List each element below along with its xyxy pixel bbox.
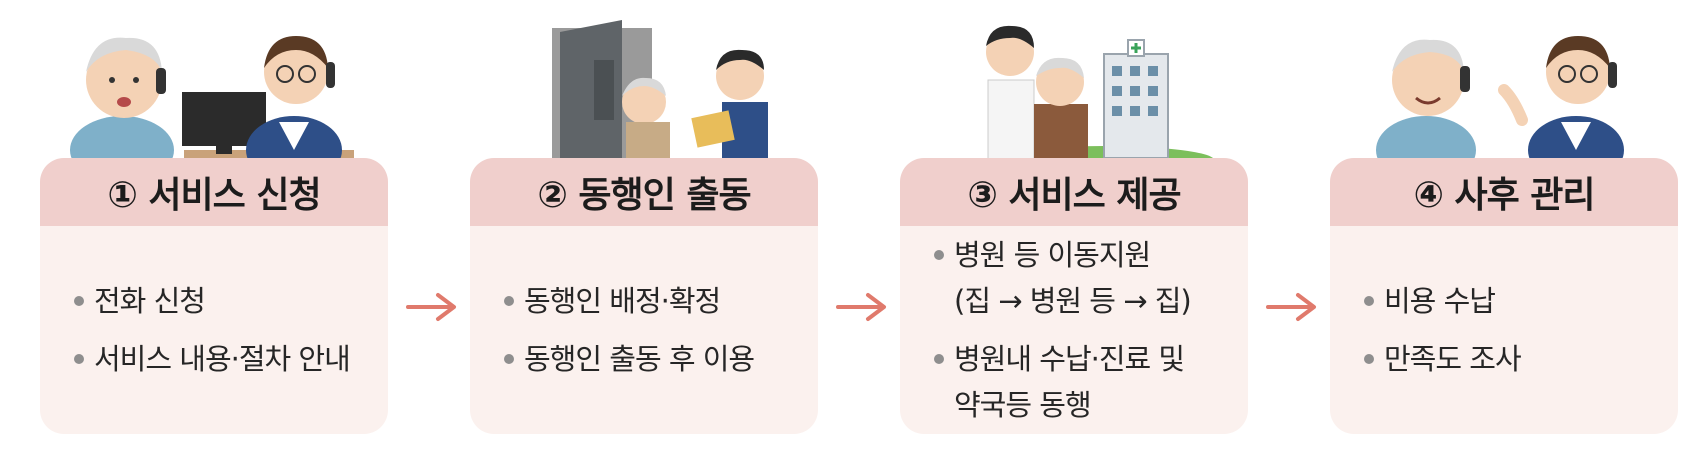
- step-card: ① 서비스 신청 전화 신청 서비스 내용·절차 안내: [40, 158, 388, 434]
- elderly-man-and-counselor-on-phone-illustration: [1376, 36, 1624, 170]
- companion-visiting-door-illustration: [552, 20, 768, 170]
- list-item: 전화 신청: [74, 278, 388, 324]
- list-item: 만족도 조사: [1364, 336, 1678, 382]
- step-items: 비용 수납 만족도 조사: [1330, 226, 1678, 434]
- bullet-dot-icon: [74, 296, 84, 306]
- list-item-text: 동행인 배정·확정: [524, 284, 721, 318]
- step-card: ② 동행인 출동 동행인 배정·확정 동행인 출동 후 이용: [470, 158, 818, 434]
- bullet-dot-icon: [1364, 296, 1374, 306]
- bullet-dot-icon: [504, 354, 514, 364]
- list-item: 동행인 배정·확정: [504, 278, 818, 324]
- arrow-right-icon: [406, 293, 456, 321]
- step-items: 병원 등 이동지원 (집 → 병원 등 → 집) 병원내 수납·진료 및 약국등…: [900, 226, 1248, 434]
- bullet-dot-icon: [934, 354, 944, 364]
- list-item-text: 병원내 수납·진료 및 약국등 동행: [954, 342, 1185, 422]
- step-items: 전화 신청 서비스 내용·절차 안내: [40, 226, 388, 434]
- list-item-text: 비용 수납: [1384, 284, 1496, 318]
- bullet-dot-icon: [504, 296, 514, 306]
- step-card: ③ 서비스 제공 병원 등 이동지원 (집 → 병원 등 → 집) 병원내 수납…: [900, 158, 1248, 434]
- list-item-text: 서비스 내용·절차 안내: [94, 342, 351, 376]
- bullet-dot-icon: [74, 354, 84, 364]
- step-title: ① 서비스 신청: [40, 158, 388, 226]
- companion-with-elderly-at-hospital-illustration: [986, 25, 1214, 170]
- step-1: ① 서비스 신청 전화 신청 서비스 내용·절차 안내: [40, 0, 388, 460]
- list-item: 병원내 수납·진료 및 약국등 동행: [934, 336, 1248, 428]
- arrow-right-icon: [1266, 293, 1316, 321]
- list-item-text: 만족도 조사: [1384, 342, 1522, 376]
- list-item-text: 병원 등 이동지원 (집 → 병원 등 → 집): [954, 238, 1192, 318]
- step-card: ④ 사후 관리 비용 수납 만족도 조사: [1330, 158, 1678, 434]
- list-item: 서비스 내용·절차 안내: [74, 336, 388, 382]
- list-item-text: 전화 신청: [94, 284, 206, 318]
- elderly-man-calling-counselor-illustration: [70, 36, 354, 170]
- step-3: ③ 서비스 제공 병원 등 이동지원 (집 → 병원 등 → 집) 병원내 수납…: [900, 0, 1248, 460]
- step-title: ③ 서비스 제공: [900, 158, 1248, 226]
- list-item-text: 동행인 출동 후 이용: [524, 342, 755, 376]
- bullet-dot-icon: [1364, 354, 1374, 364]
- bullet-dot-icon: [934, 250, 944, 260]
- list-item: 동행인 출동 후 이용: [504, 336, 818, 382]
- step-4: ④ 사후 관리 비용 수납 만족도 조사: [1330, 0, 1678, 460]
- step-title: ④ 사후 관리: [1330, 158, 1678, 226]
- list-item: 병원 등 이동지원 (집 → 병원 등 → 집): [934, 232, 1248, 324]
- step-2: ② 동행인 출동 동행인 배정·확정 동행인 출동 후 이용: [470, 0, 818, 460]
- step-items: 동행인 배정·확정 동행인 출동 후 이용: [470, 226, 818, 434]
- step-title: ② 동행인 출동: [470, 158, 818, 226]
- list-item: 비용 수납: [1364, 278, 1678, 324]
- arrow-right-icon: [836, 293, 886, 321]
